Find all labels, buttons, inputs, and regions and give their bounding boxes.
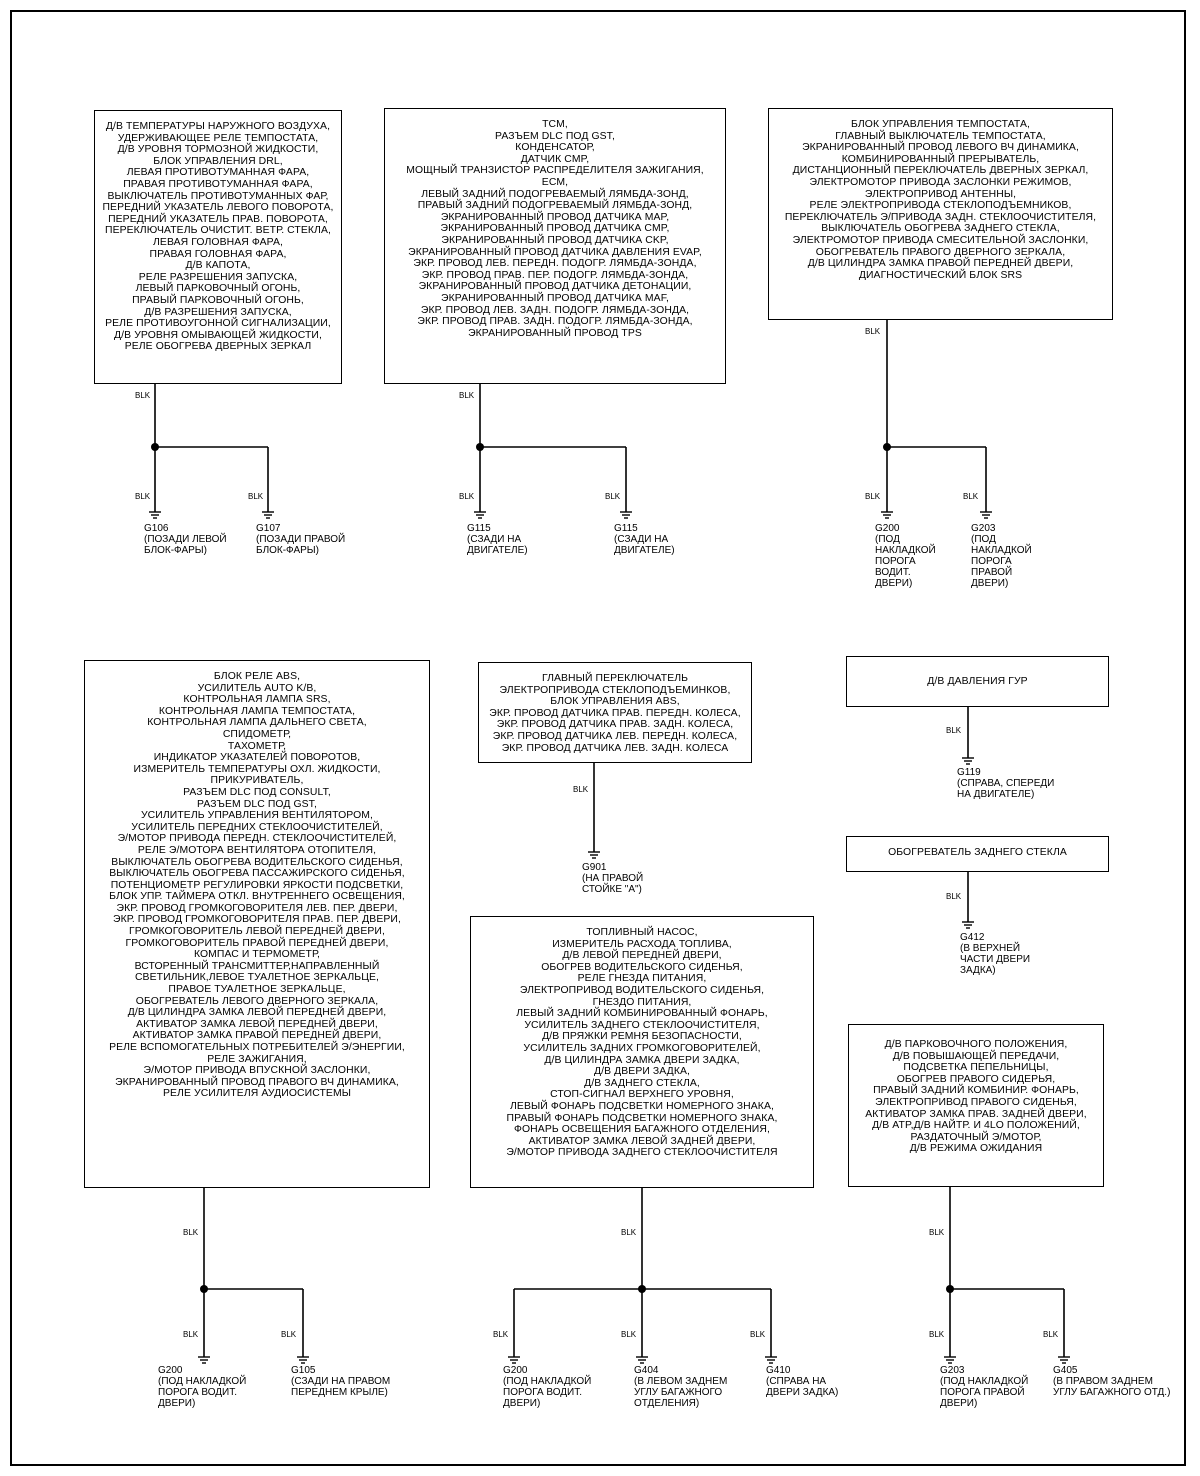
ground-label-g200c: G200 (ПОД НАКЛАДКОЙ ПОРОГА ВОДИТ. ДВЕРИ) bbox=[503, 1365, 592, 1409]
box-text: Д/В ПАРКОВОЧНОГО ПОЛОЖЕНИЯ, Д/В ПОВЫШАЮЩ… bbox=[865, 1039, 1087, 1155]
component-box-8: ТОПЛИВНЫЙ НАСОС, ИЗМЕРИТЕЛЬ РАСХОДА ТОПЛ… bbox=[470, 916, 814, 1188]
ground-icon bbox=[962, 757, 974, 765]
wire-label: BLK bbox=[621, 1330, 637, 1339]
ground-icon bbox=[508, 1356, 520, 1364]
ground-icon bbox=[149, 511, 161, 519]
wire-label: BLK bbox=[865, 492, 881, 501]
ground-icon bbox=[1058, 1356, 1070, 1364]
ground-label-g115b: G115 (СЗАДИ НА ДВИГАТЕЛЕ) bbox=[614, 523, 675, 556]
wire-label: BLK bbox=[183, 1228, 199, 1237]
component-box-4: БЛОК РЕЛЕ ABS, УСИЛИТЕЛЬ AUTO K/B, КОНТР… bbox=[84, 660, 430, 1188]
wire-label: BLK bbox=[929, 1330, 945, 1339]
component-box-5: ГЛАВНЫЙ ПЕРЕКЛЮЧАТЕЛЬ ЭЛЕКТРОПРИВОДА СТЕ… bbox=[478, 662, 752, 763]
wire-label: BLK bbox=[946, 726, 962, 735]
ground-icon bbox=[962, 921, 974, 929]
wire-label: BLK bbox=[621, 1228, 637, 1237]
ground-label-g119: G119 (СПРАВА, СПЕРЕДИ НА ДВИГАТЕЛЕ) bbox=[957, 767, 1055, 800]
component-box-1: Д/В ТЕМПЕРАТУРЫ НАРУЖНОГО ВОЗДУХА, УДЕРЖ… bbox=[94, 110, 342, 384]
ground-icon bbox=[620, 511, 632, 519]
component-box-7: ОБОГРЕВАТЕЛЬ ЗАДНЕГО СТЕКЛА bbox=[846, 836, 1109, 872]
ground-icon bbox=[980, 511, 992, 519]
wire-label: BLK bbox=[573, 785, 589, 794]
box-text: БЛОК РЕЛЕ ABS, УСИЛИТЕЛЬ AUTO K/B, КОНТР… bbox=[109, 671, 405, 1100]
ground-label-g203b: G203 (ПОД НАКЛАДКОЙ ПОРОГА ПРАВОЙ ДВЕРИ) bbox=[940, 1365, 1029, 1409]
ground-label-g107: G107 (ПОЗАДИ ПРАВОЙ БЛОК-ФАРЫ) bbox=[256, 523, 346, 556]
splice-dot bbox=[638, 1285, 646, 1293]
splice-dot bbox=[883, 443, 891, 451]
ground-label-g200a: G200 (ПОД НАКЛАДКОЙ ПОРОГА ВОДИТ. ДВЕРИ) bbox=[875, 523, 936, 589]
wire-label: BLK bbox=[183, 1330, 199, 1339]
ground-label-g412: G412 (В ВЕРХНЕЙ ЧАСТИ ДВЕРИ ЗАДКА) bbox=[960, 932, 1031, 976]
splice-dot bbox=[946, 1285, 954, 1293]
wire-label: BLK bbox=[248, 492, 264, 501]
box-text: Д/В ДАВЛЕНИЯ ГУР bbox=[927, 676, 1028, 687]
ground-icon bbox=[944, 1356, 956, 1364]
wire-label: BLK bbox=[281, 1330, 297, 1339]
box-text: TCM, РАЗЪЕМ DLC ПОД GST, КОНДЕНСАТОР, ДА… bbox=[406, 119, 704, 339]
component-box-3: БЛОК УПРАВЛЕНИЯ ТЕМПОСТАТА, ГЛАВНЫЙ ВЫКЛ… bbox=[768, 108, 1113, 320]
box-text: ТОПЛИВНЫЙ НАСОС, ИЗМЕРИТЕЛЬ РАСХОДА ТОПЛ… bbox=[506, 927, 778, 1159]
box-text: БЛОК УПРАВЛЕНИЯ ТЕМПОСТАТА, ГЛАВНЫЙ ВЫКЛ… bbox=[784, 119, 1097, 281]
component-box-6: Д/В ДАВЛЕНИЯ ГУР bbox=[846, 656, 1109, 707]
ground-label-g901: G901 (НА ПРАВОЙ СТОЙКЕ "А") bbox=[582, 862, 644, 895]
component-box-2: TCM, РАЗЪЕМ DLC ПОД GST, КОНДЕНСАТОР, ДА… bbox=[384, 108, 726, 384]
ground-icon bbox=[636, 1356, 648, 1364]
ground-icon bbox=[198, 1356, 210, 1364]
wire-label: BLK bbox=[135, 492, 151, 501]
ground-icon bbox=[765, 1356, 777, 1364]
wire-label: BLK bbox=[1043, 1330, 1059, 1339]
wire-label: BLK bbox=[963, 492, 979, 501]
ground-label-g115a: G115 (СЗАДИ НА ДВИГАТЕЛЕ) bbox=[467, 523, 528, 556]
wire-label: BLK bbox=[493, 1330, 509, 1339]
wire-label: BLK bbox=[459, 492, 475, 501]
box-text: ГЛАВНЫЙ ПЕРЕКЛЮЧАТЕЛЬ ЭЛЕКТРОПРИВОДА СТЕ… bbox=[489, 673, 741, 754]
ground-label-g200b: G200 (ПОД НАКЛАДКОЙ ПОРОГА ВОДИТ. ДВЕРИ) bbox=[158, 1365, 247, 1409]
box-text: Д/В ТЕМПЕРАТУРЫ НАРУЖНОГО ВОЗДУХА, УДЕРЖ… bbox=[102, 121, 334, 353]
ground-label-g405: G405 (В ПРАВОМ ЗАДНЕМ УГЛУ БАГАЖНОГО ОТД… bbox=[1053, 1365, 1171, 1398]
ground-label-g106: G106 (ПОЗАДИ ЛЕВОЙ БЛОК-ФАРЫ) bbox=[144, 523, 227, 556]
component-box-9: Д/В ПАРКОВОЧНОГО ПОЛОЖЕНИЯ, Д/В ПОВЫШАЮЩ… bbox=[848, 1024, 1104, 1187]
ground-icon bbox=[881, 511, 893, 519]
wire-label: BLK bbox=[750, 1330, 766, 1339]
wire-label: BLK bbox=[135, 391, 151, 400]
wire-label: BLK bbox=[929, 1228, 945, 1237]
splice-dot bbox=[151, 443, 159, 451]
wire-label: BLK bbox=[865, 327, 881, 336]
ground-label-g203a: G203 (ПОД НАКЛАДКОЙ ПОРОГА ПРАВОЙ ДВЕРИ) bbox=[971, 523, 1032, 589]
ground-icon bbox=[474, 511, 486, 519]
ground-label-g410: G410 (СПРАВА НА ДВЕРИ ЗАДКА) bbox=[766, 1365, 839, 1398]
ground-label-g404: G404 (В ЛЕВОМ ЗАДНЕМ УГЛУ БАГАЖНОГО ОТДЕ… bbox=[634, 1365, 728, 1409]
wire-label: BLK bbox=[459, 391, 475, 400]
diagram-frame bbox=[10, 10, 1186, 1466]
wire-label: BLK bbox=[946, 892, 962, 901]
splice-dot bbox=[476, 443, 484, 451]
ground-icon bbox=[262, 511, 274, 519]
box-text: ОБОГРЕВАТЕЛЬ ЗАДНЕГО СТЕКЛА bbox=[888, 847, 1067, 858]
ground-icon bbox=[588, 851, 600, 859]
ground-icon bbox=[297, 1356, 309, 1364]
ground-label-g105: G105 (СЗАДИ НА ПРАВОМ ПЕРЕДНЕМ КРЫЛЕ) bbox=[291, 1365, 391, 1398]
wire-label: BLK bbox=[605, 492, 621, 501]
splice-dot bbox=[200, 1285, 208, 1293]
